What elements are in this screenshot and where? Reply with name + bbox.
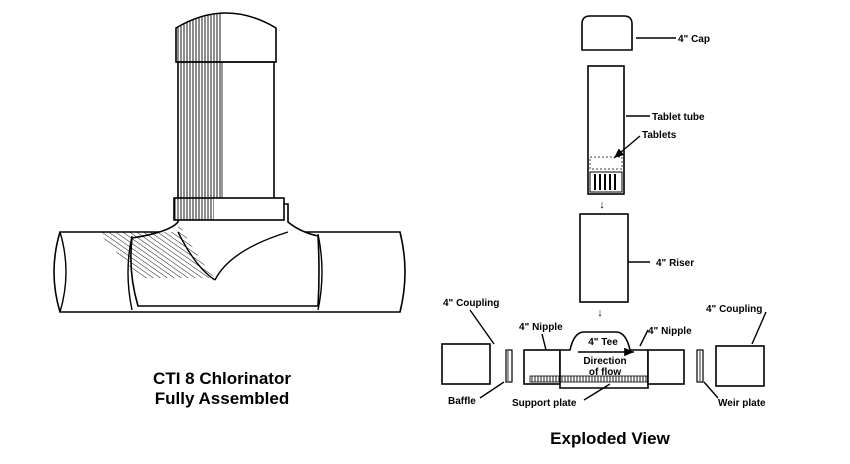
nipple-left-label: 4" Nipple — [519, 322, 563, 333]
nipple-left-leader — [541, 333, 547, 351]
assembled-riser — [177, 59, 275, 209]
support-plate-callout: Support plate — [512, 383, 611, 409]
cap-label: 4" Cap — [678, 34, 710, 45]
tablet-tube-slots — [589, 171, 623, 193]
assembled-chlorinator: CTI 8 Chlorinator Fully Assembled — [53, 12, 406, 408]
nipple-right-leader — [639, 329, 649, 347]
baffle-label: Baffle — [448, 396, 476, 407]
coupling-left-leader — [469, 309, 495, 345]
exploded-coupling-right: 4" Coupling — [706, 304, 767, 387]
exploded-nipple-right: 4" Nipple — [639, 326, 692, 385]
baffle-leader — [479, 381, 505, 399]
exploded-tee: 4" Tee Direction of flow — [529, 331, 651, 389]
assembled-caption-line2: Fully Assembled — [155, 389, 289, 408]
exploded-baffle: Baffle — [448, 349, 513, 407]
assembled-caption-line1: CTI 8 Chlorinator — [153, 369, 291, 388]
coupling-right-label: 4" Coupling — [706, 304, 762, 315]
direction-label-line1: Direction — [583, 356, 626, 367]
exploded-tablet-tube: Tablet tube Tablets — [587, 65, 705, 195]
exploded-view-title: Exploded View — [550, 429, 670, 448]
weir-plate-leader — [703, 381, 719, 399]
support-plate-leader — [583, 383, 611, 401]
nipple-right-label: 4" Nipple — [648, 326, 692, 337]
coupling-left-label: 4" Coupling — [443, 298, 499, 309]
coupling-right-leader — [751, 311, 767, 345]
support-plate-label: Support plate — [512, 398, 577, 409]
exploded-riser: 4" Riser — [579, 213, 694, 303]
down-arrow-icon: ↓ — [599, 199, 605, 211]
tablet-tube-label: Tablet tube — [652, 112, 705, 123]
riser-label: 4" Riser — [656, 258, 694, 269]
exploded-view: 4" Cap ↓ Tablet tube Tablets ↓ 4 — [441, 15, 767, 448]
tablets-label: Tablets — [642, 130, 677, 141]
tee-label: 4" Tee — [588, 337, 618, 348]
tablets-leader — [613, 135, 641, 159]
assembled-tee-fitting — [98, 203, 320, 307]
exploded-cap: 4" Cap — [581, 15, 710, 51]
exploded-weir-plate: Weir plate — [696, 349, 766, 409]
weir-plate-label: Weir plate — [718, 398, 766, 409]
exploded-coupling-left: 4" Coupling — [441, 298, 499, 385]
exploded-nipple-left: 4" Nipple — [519, 322, 563, 385]
down-arrow-icon: ↓ — [597, 307, 603, 319]
direction-label-line2: of flow — [589, 367, 621, 378]
assembled-collar — [173, 197, 285, 221]
assembled-cap — [175, 12, 277, 63]
